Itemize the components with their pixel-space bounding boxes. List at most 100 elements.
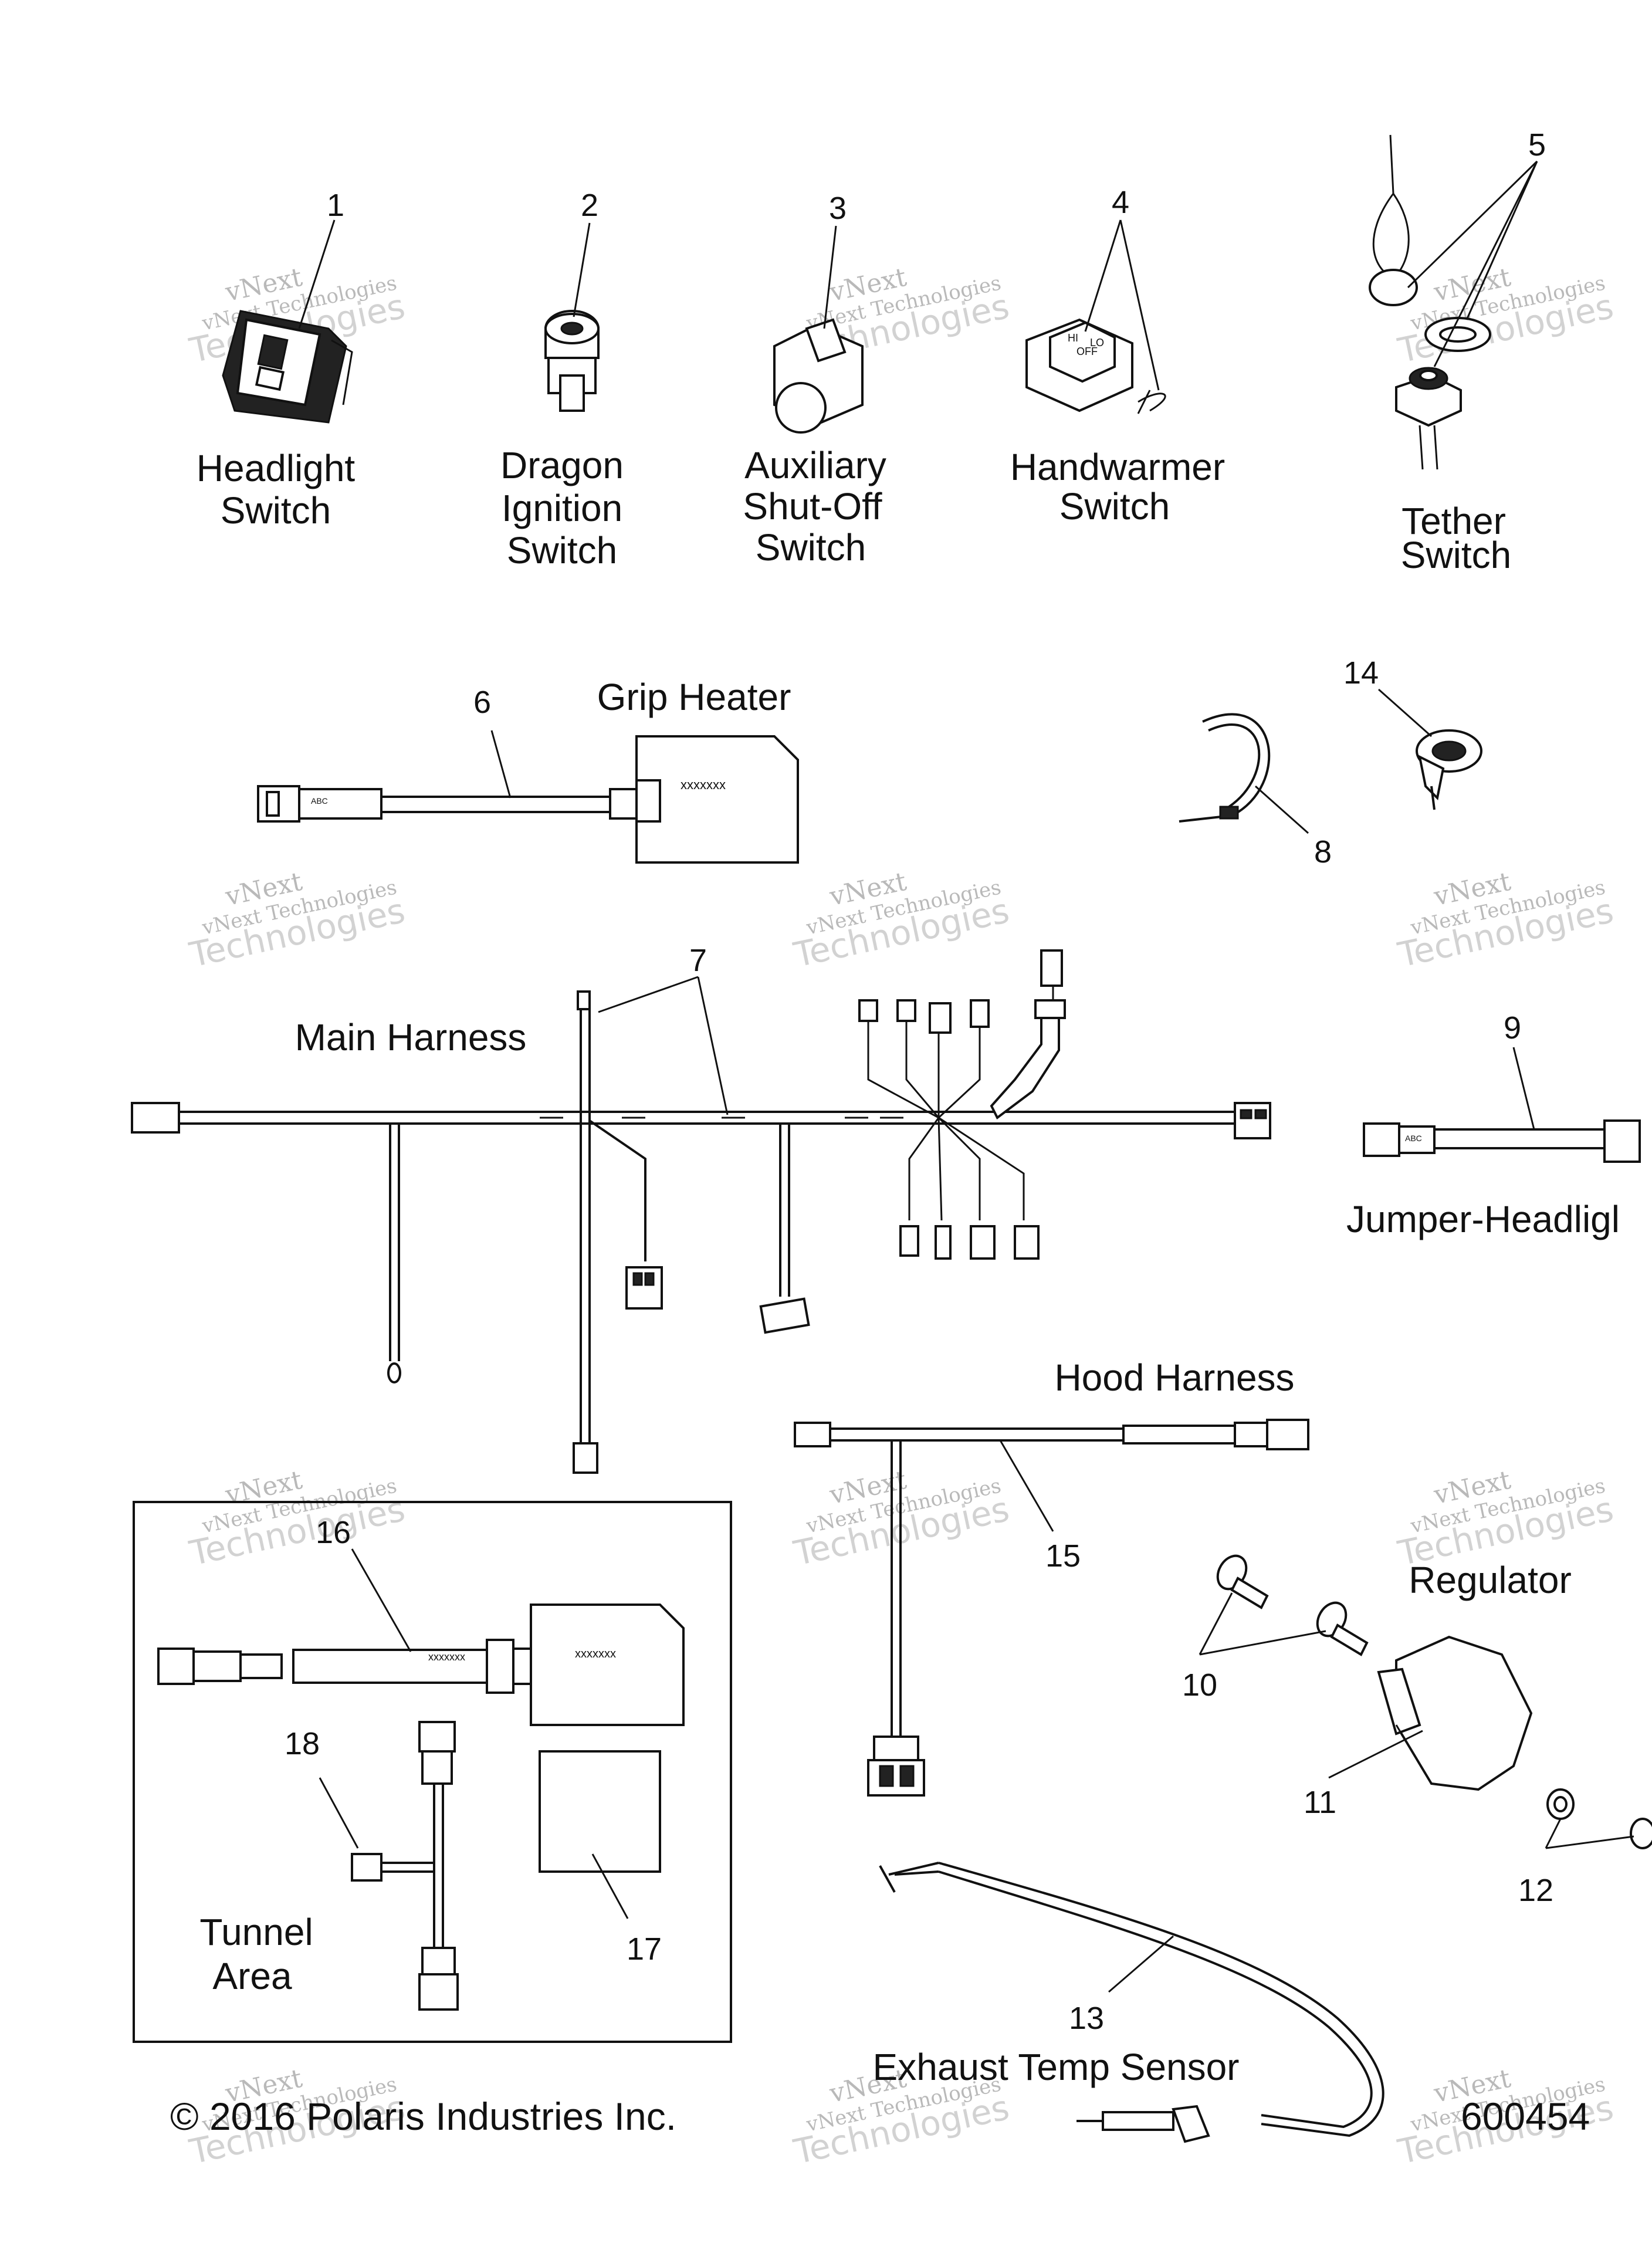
pad-part[interactable] [539, 1750, 661, 1873]
caption-line: Switch [1401, 534, 1512, 576]
main-harness-part[interactable] [131, 949, 1271, 1474]
leader-18 [319, 1777, 359, 1849]
aux-shutoff-switch-part[interactable] [773, 318, 864, 434]
clip-part[interactable] [1416, 729, 1482, 810]
callout-13: 13 [1069, 2001, 1104, 2036]
connector-mark: ABC [311, 796, 328, 806]
callout-3: 3 [829, 191, 847, 226]
callout-16: 16 [316, 1515, 351, 1550]
watermark: vNext vNext Technologies Technologies [790, 262, 1013, 371]
leader-13 [1108, 1935, 1174, 1993]
callout-6: 6 [473, 685, 491, 720]
leader-17 [591, 1853, 629, 1919]
tether-switch-part[interactable] [1369, 134, 1491, 470]
copyright: © 2016 Polaris Industries Inc. [170, 2095, 676, 2138]
leader-9 [1512, 1047, 1535, 1130]
caption-line: Shut-Off [743, 485, 882, 527]
caption-line: Area [212, 1955, 292, 1997]
watermark: vNext vNext Technologies Technologies [186, 867, 409, 975]
leader-7b [697, 976, 729, 1115]
regulator-part[interactable] [1212, 1551, 1652, 1849]
leader-11 [1328, 1730, 1423, 1779]
leader-6 [490, 730, 512, 799]
leader-5a [1407, 160, 1538, 289]
caption-line: Ignition [502, 487, 622, 529]
callout-18: 18 [285, 1726, 320, 1761]
leader-10b [1199, 1630, 1326, 1656]
caption-line: Auxiliary [744, 444, 886, 486]
heater-code: xxxxxxx [575, 1648, 616, 1660]
caption-grip-heater: Grip Heater [597, 676, 791, 718]
caption-line: Headlight [197, 447, 356, 489]
caption-line: Switch [756, 526, 866, 569]
callout-17: 17 [627, 1931, 662, 1967]
rocker-mark: HI [1068, 332, 1078, 344]
caption-hood-harness: Hood Harness [1054, 1356, 1294, 1399]
caption-line: Switch [507, 529, 618, 571]
watermark: vNext vNext Technologies Technologies [1394, 262, 1617, 371]
watermark: vNext vNext Technologies Technologies [790, 867, 1013, 975]
jumper-headlight-part[interactable]: ABC [1363, 1119, 1641, 1163]
leader-2 [573, 222, 591, 317]
callout-10: 10 [1182, 1667, 1217, 1703]
leader-1 [298, 219, 336, 329]
leader-12a [1545, 1818, 1562, 1849]
watermark: vNext vNext Technologies Technologies [1394, 1465, 1617, 1574]
leader-4a [1084, 219, 1122, 332]
callout-7: 7 [689, 943, 707, 978]
callout-12: 12 [1518, 1873, 1553, 1908]
callout-15: 15 [1045, 1538, 1081, 1574]
leader-14 [1378, 688, 1432, 738]
watermark: vNext vNext Technologies Technologies [790, 1465, 1013, 1574]
leader-8 [1255, 785, 1309, 834]
connector-mark: ABC [1405, 1134, 1422, 1143]
cable-tie-part[interactable] [1179, 713, 1271, 823]
leader-15 [999, 1440, 1054, 1532]
callout-8: 8 [1314, 834, 1332, 870]
leader-5c [1433, 161, 1538, 367]
headlight-switch-part[interactable] [222, 310, 353, 424]
heater-code: xxxxxxx [428, 1651, 465, 1663]
caption-jumper-headlight: Jumper-Headligl [1346, 1198, 1620, 1240]
tunnel-area-box [133, 1501, 732, 2043]
callout-9: 9 [1504, 1010, 1521, 1046]
tunnel-heater-part[interactable]: xxxxxxx xxxxxxx [157, 1604, 685, 1726]
leader-12b [1545, 1835, 1634, 1849]
tunnel-jumper-part[interactable] [351, 1721, 459, 2011]
caption-line: Tunnel [199, 1911, 313, 1953]
rocker-mark: OFF [1076, 346, 1098, 357]
handwarmer-switch-part[interactable]: HI OFF LO [1025, 318, 1166, 414]
exhaust-temp-sensor-part[interactable] [879, 1862, 1384, 2143]
caption-line: Switch [221, 489, 331, 532]
watermark: vNext vNext Technologies Technologies [1394, 2063, 1617, 2172]
watermark: vNext vNext Technologies Technologies [1394, 867, 1617, 975]
callout-5: 5 [1528, 127, 1546, 163]
caption-exhaust-temp-sensor: Exhaust Temp Sensor [873, 2046, 1240, 2088]
grip-heater-part[interactable]: ABC xxxxxxx [257, 735, 799, 864]
leader-3 [823, 225, 837, 329]
callout-4: 4 [1112, 185, 1129, 220]
heater-code: xxxxxxx [681, 777, 726, 792]
watermark: vNext vNext Technologies Technologies [186, 1465, 409, 1574]
drawing-number: 600454 [1461, 2095, 1590, 2138]
hood-harness-part[interactable] [794, 1419, 1309, 1797]
ignition-switch-part[interactable] [544, 310, 600, 412]
leader-7a [598, 976, 699, 1013]
caption-line: Tether [1402, 500, 1506, 542]
caption-line: Switch [1059, 485, 1170, 527]
leader-10a [1199, 1592, 1233, 1655]
callout-1: 1 [327, 188, 344, 223]
caption-regulator: Regulator [1409, 1559, 1572, 1601]
callout-14: 14 [1343, 655, 1379, 691]
caption-line: Handwarmer [1010, 446, 1225, 488]
caption-line: Dragon [500, 444, 624, 486]
callout-11: 11 [1304, 1785, 1336, 1820]
leader-4b [1119, 219, 1160, 391]
caption-main-harness: Main Harness [295, 1016, 527, 1058]
leader-5b [1465, 161, 1538, 320]
rocker-mark: LO [1090, 337, 1104, 349]
callout-2: 2 [581, 188, 598, 223]
leader-16 [351, 1548, 412, 1652]
